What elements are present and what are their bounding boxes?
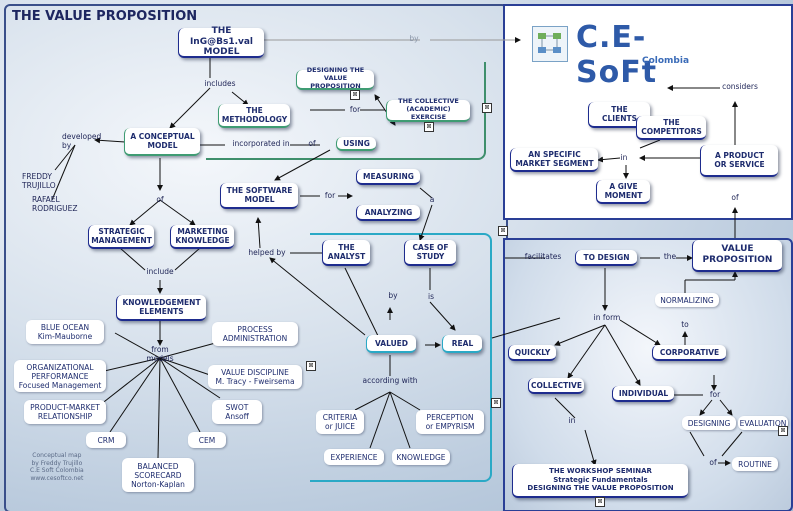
label-incorporated-in: incorporated in xyxy=(232,139,290,148)
node-give-moment[interactable]: A GIVE MOMENT xyxy=(596,180,650,204)
label-of-using: of xyxy=(308,139,316,148)
node-quickly[interactable]: QUICKLY xyxy=(508,345,556,361)
node-swot[interactable]: SWOT Ansoff xyxy=(212,400,262,424)
label-of-right: of xyxy=(731,193,739,202)
label-includes: includes xyxy=(204,79,236,88)
node-collective-exercise[interactable]: THE COLLECTIVE (ACADEMIC) EXERCISE xyxy=(386,97,470,122)
label-helped-by: helped by xyxy=(248,248,286,257)
company-logo: C.E-SoFt Colombia xyxy=(524,14,714,90)
page-title: THE VALUE PROPOSITION xyxy=(12,9,198,24)
node-to-design[interactable]: TO DESIGN xyxy=(575,250,637,266)
node-clients[interactable]: THE CLIENTS xyxy=(588,102,650,128)
label-to: to xyxy=(681,320,689,329)
label-a: a xyxy=(429,195,435,204)
node-conceptual-model[interactable]: A CONCEPTUAL MODEL xyxy=(124,128,200,156)
label-in-form: in form xyxy=(593,313,621,322)
logo-subtitle: Colombia xyxy=(642,56,690,66)
label-for-methodology: for xyxy=(349,105,361,114)
logo-icon xyxy=(532,26,568,62)
node-process-administration[interactable]: PROCESS ADMINISTRATION xyxy=(212,322,298,346)
node-cem[interactable]: CEM xyxy=(188,432,226,448)
link-icon[interactable]: ⊠ xyxy=(595,497,605,507)
link-icon[interactable]: ⊠ xyxy=(350,90,360,100)
node-balanced-scorecard[interactable]: BALANCED SCORECARD Norton-Kaplan xyxy=(122,458,194,492)
label-according-with: according with xyxy=(362,376,418,385)
node-workshop-seminar[interactable]: THE WORKSHOP SEMINAR Strategic Fundament… xyxy=(512,464,688,498)
label-in-workshop: in xyxy=(568,416,576,425)
node-normalizing[interactable]: NORMALIZING xyxy=(655,293,719,307)
node-experience[interactable]: EXPERIENCE xyxy=(324,449,384,465)
node-product-market[interactable]: PRODUCT-MARKET RELATIONSHIP xyxy=(24,400,106,424)
node-knowledgement-elements[interactable]: KNOWLEDGEMENT ELEMENTS xyxy=(116,295,206,321)
node-case-of-study[interactable]: CASE OF STUDY xyxy=(404,240,456,266)
link-icon[interactable]: ⊠ xyxy=(491,398,501,408)
node-value-proposition[interactable]: VALUE PROPOSITION xyxy=(692,240,782,272)
node-value-discipline[interactable]: VALUE DISCIPLINE M. Tracy - Fweirsema xyxy=(208,365,302,389)
node-methodology[interactable]: THE METHODOLOGY xyxy=(218,104,290,128)
node-routine[interactable]: ROUTINE xyxy=(732,457,778,471)
label-considers: considers xyxy=(722,82,758,91)
label-for-software: for xyxy=(324,191,336,200)
node-blue-ocean[interactable]: BLUE OCEAN Kim-Mauborne xyxy=(26,320,104,344)
node-product-service[interactable]: A PRODUCT OR SERVICE xyxy=(700,145,778,177)
node-marketing-knowledge[interactable]: MARKETING KNOWLEDGE xyxy=(170,225,234,249)
node-software-model[interactable]: THE SOFTWARE MODEL xyxy=(220,183,298,209)
node-measuring[interactable]: MEASURING xyxy=(356,169,420,185)
label-from-models: from models xyxy=(146,345,174,363)
node-corporative[interactable]: CORPORATIVE xyxy=(652,345,726,361)
node-real[interactable]: REAL xyxy=(442,335,482,353)
label-for-individual: for xyxy=(709,390,721,399)
link-icon[interactable]: ⊠ xyxy=(498,226,508,236)
logo-name: C.E-SoFt xyxy=(576,20,658,90)
label-freddy: FREDDY TRUJILLO xyxy=(22,172,56,190)
label-include: include xyxy=(146,267,174,276)
node-strategic-management[interactable]: STRATEGIC MANAGEMENT xyxy=(88,225,154,249)
label-in-top: in xyxy=(620,153,628,162)
label-by-valued: by xyxy=(388,291,398,300)
node-collective[interactable]: COLLECTIVE xyxy=(528,378,584,394)
node-organizational-performance[interactable]: ORGANIZATIONAL PERFORMANCE Focused Manag… xyxy=(14,360,106,392)
node-crm[interactable]: CRM xyxy=(86,432,126,448)
credit-note: Conceptual map by Freddy Trujillo C.E So… xyxy=(30,452,84,482)
link-icon[interactable]: ⊠ xyxy=(306,361,316,371)
node-model[interactable]: THE InG@Bs1.val MODEL xyxy=(178,26,264,58)
node-criteria[interactable]: CRITERIA or JUICE xyxy=(316,410,364,434)
link-icon[interactable]: ⊠ xyxy=(778,426,788,436)
label-facilitates: facilitates xyxy=(524,252,562,261)
node-evaluation[interactable]: EVALUATION xyxy=(738,416,788,430)
label-of-individual: of xyxy=(709,458,717,467)
node-market-segment[interactable]: AN SPECIFIC MARKET SEGMENT xyxy=(510,148,598,172)
label-is: is xyxy=(428,292,434,301)
label-by-top: by xyxy=(409,34,419,43)
node-analyst[interactable]: THE ANALYST xyxy=(322,240,370,266)
link-icon[interactable]: ⊠ xyxy=(424,122,434,132)
node-analyzing[interactable]: ANALYZING xyxy=(356,205,420,221)
label-rafael: RAFAEL RODRIGUEZ xyxy=(32,195,78,213)
teal-frame xyxy=(310,233,492,482)
node-designing-vp[interactable]: DESIGNING THE VALUE PROPOSITION xyxy=(296,66,374,90)
link-icon[interactable]: ⊠ xyxy=(482,103,492,113)
node-using[interactable]: USING xyxy=(336,137,376,151)
node-individual[interactable]: INDIVIDUAL xyxy=(612,386,674,402)
label-the: the xyxy=(663,252,677,261)
node-designing[interactable]: DESIGNING xyxy=(682,416,736,430)
label-of-conceptual: of xyxy=(156,195,164,204)
node-perception[interactable]: PERCEPTION or EMPYRISM xyxy=(416,410,484,434)
node-valued[interactable]: VALUED xyxy=(366,335,416,353)
label-developed-by: developed by xyxy=(62,132,102,150)
node-competitors[interactable]: THE COMPETITORS xyxy=(636,116,706,140)
node-knowledge[interactable]: KNOWLEDGE xyxy=(392,449,450,465)
